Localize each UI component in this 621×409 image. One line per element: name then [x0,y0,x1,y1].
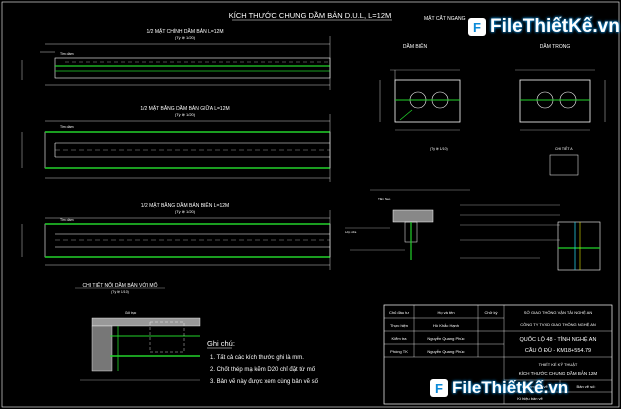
detail-note-1: Tấm Neo [378,197,391,201]
tb-agency: SỞ GIAO THÔNG VẬN TẢI NGHỆ AN [524,310,593,315]
beam-edge-plan-view: 1/2 MẶT BẰNG DẦM BẢN BIÊN L=12M (Tỷ lệ 1… [21,201,331,270]
tb-row1-role: Chủ đầu tư [389,310,409,315]
beam-edge-label: DẦM BIÊN [403,42,428,50]
abutment-detail-view: CHI TIẾT NỐI DẦM BẢN VỚI MỐ (Tỷ lệ 1/10)… [75,282,201,381]
detail-scale: (Tỷ lệ 1/10) [111,290,129,294]
watermark-bottom: F FileThiếtKế.vn [430,378,568,398]
tb-stage: THIẾT KẾ KỸ THUẬT [539,362,578,367]
half-mid-label: 1/2 MẶT BẰNG DẦM BẢN GIỮA L=12M [140,104,229,112]
joint-detail-view: Tấm Neo Lớp vữa [345,189,470,260]
notes-block: Ghi chú: 1. Tất cả các kích thước ghi là… [207,339,319,385]
tb-row4-role: Phòng TK [390,349,408,354]
tb-row3-role: Kiểm tra [392,336,408,341]
filethietke-logo-icon: F [430,379,448,397]
tb-row2-role: Thực hiện [390,323,408,328]
notes-title: Ghi chú: [207,339,235,348]
tb-scale: Tỷ lệ: xem bản vẽ [516,384,548,389]
half-bot-scale: (Tỷ lệ 1/20) [175,209,196,214]
tb-company: CÔNG TY TVXD GIAO THÔNG NGHỆ AN [520,322,596,327]
half-top-label: 1/2 MẶT CHÍNH DẦM BẢN L=12M [146,28,223,35]
tim-dam-label-1: Tim dầm [60,52,74,56]
tb-sign-symbol: Kí hiệu bản vẽ [517,396,543,401]
tim-dam-label-3: Tim dầm [60,218,74,222]
main-title: KÍCH THƯỚC CHUNG DẦM BẢN D.U.L, L=12M [229,10,392,20]
tb-sheet-title: KÍCH THƯỚC CHUNG DẦM BẢN 12M [519,370,598,376]
beam-elevation-view: 1/2 MẶT CHÍNH DẦM BẢN L=12M (Tỷ lệ 1/20)… [21,28,331,90]
note-3: 3. Bản vẽ này được xem cùng bản vẽ số [210,379,319,385]
filethietke-logo-icon: F [468,18,486,36]
half-mid-scale: (Tỷ lệ 1/20) [175,112,196,117]
watermark-brand-bottom: FileThiếtKế.vn [452,378,569,397]
tb-row1-sign: Chữ ký [485,310,498,315]
section-header: MẶT CẮT NGANG [424,14,466,22]
title-block: Chủ đầu tư Họ và tên Chữ ký Thực hiện Hồ… [383,304,613,405]
tb-bridge: CẦU Ô ĐÙ - KM18+554.79 [525,347,591,354]
tb-row2-name: Hồ Khắc Hạnh [433,323,459,328]
watermark-top: F FileThiếtKế.vn [468,16,620,38]
half-top-scale: (Tỷ lệ 1/20) [175,35,196,40]
tb-row4-name: Nguyễn Quang Phúc [427,349,464,354]
detail-label: CHI TIẾT NỐI DẦM BẢN VỚI MỐ [83,282,158,289]
tb-row1-name: Họ và tên [437,310,454,315]
beam-middle-label: DẦM TRONG [540,43,571,50]
tb-sheet-no: Bản vẽ số: [577,384,596,389]
abutment-note: Gối trục [125,311,137,315]
note-2: 2. Chốt thép mạ kẽm D20 chỉ đặt từ mố [210,366,316,373]
half-bot-label: 1/2 MẶT BẰNG DẦM BẢN BIÊN L=12M [141,201,229,209]
right-notes-detail [460,204,601,271]
watermark-brand-top: FileThiếtKế.vn [490,16,620,37]
tb-row3-name: Nguyễn Quang Phúc [427,336,464,341]
beam-middle-plan-view: 1/2 MẶT BẰNG DẦM BẢN GIỮA L=12M (Tỷ lệ 1… [21,104,331,182]
detail-note-2: Lớp vữa [345,230,357,234]
tim-dam-label-2: Tim dầm [60,125,74,129]
edge-scale: (Tỷ lệ 1/10) [430,147,448,151]
note-1: 1. Tất cả các kích thước ghi là mm. [210,355,304,361]
detail-a-label: CHI TIẾT A [555,146,573,151]
cross-section-view: MẶT CẮT NGANG DẦM BIÊN DẦM TRONG (Tỷ lệ … [379,14,606,176]
tb-project: QUỐC LỘ 48 - TỈNH NGHỆ AN [520,335,597,343]
